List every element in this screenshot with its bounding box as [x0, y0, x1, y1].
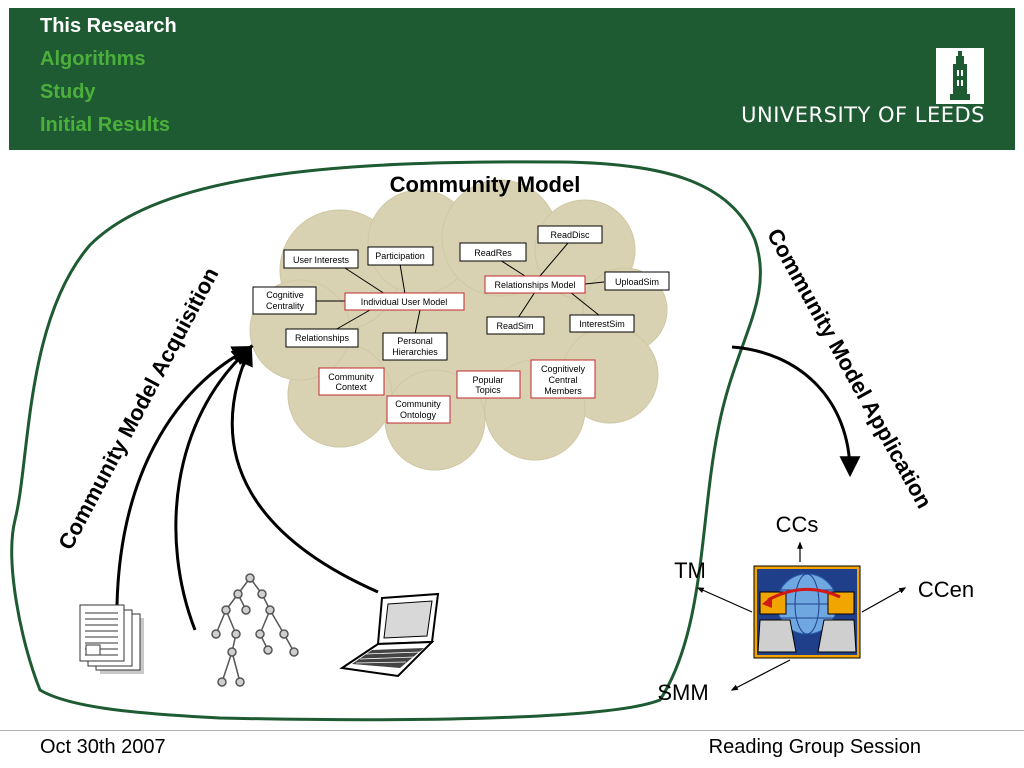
footer-session: Reading Group Session: [708, 736, 921, 758]
node-community-context: Community Context: [318, 367, 385, 396]
svg-text:Members: Members: [544, 386, 582, 396]
node-relationships: Relationships: [285, 328, 359, 348]
svg-text:Community: Community: [328, 372, 374, 382]
network-computers-icon: [753, 565, 861, 659]
output-ccen: CCen: [918, 577, 974, 602]
nav-this-research[interactable]: This Research: [40, 15, 177, 37]
tree-graph-icon: [211, 573, 299, 687]
svg-text:UploadSim: UploadSim: [615, 277, 659, 287]
node-relationships-model: Relationships Model: [484, 275, 586, 294]
svg-text:ReadSim: ReadSim: [496, 321, 533, 331]
node-community-ontology: Community Ontology: [386, 395, 451, 424]
node-cognitively-central-members: Cognitively Central Members: [530, 359, 596, 399]
svg-text:Topics: Topics: [475, 385, 501, 395]
community-boundary: [10, 160, 762, 722]
leeds-tower-icon: [936, 48, 984, 104]
svg-text:Individual User Model: Individual User Model: [361, 297, 448, 307]
svg-text:Personal: Personal: [397, 336, 433, 346]
node-popular-topics: Popular Topics: [456, 370, 521, 399]
output-smm: SMM: [657, 680, 708, 705]
acquisition-label: Community Model Acquisition: [53, 263, 223, 554]
svg-text:Relationships: Relationships: [295, 333, 350, 343]
diagram-title: Community Model: [390, 172, 581, 197]
nav-initial-results[interactable]: Initial Results: [40, 114, 171, 136]
node-personal-hierarchies: Personal Hierarchies: [382, 332, 448, 361]
node-readdisc: ReadDisc: [537, 225, 603, 244]
svg-text:InterestSim: InterestSim: [579, 319, 625, 329]
svg-text:Cognitive: Cognitive: [266, 290, 304, 300]
acquisition-arrows: [115, 344, 379, 631]
svg-text:Cognitively: Cognitively: [541, 364, 586, 374]
svg-text:Context: Context: [335, 382, 367, 392]
svg-text:Central: Central: [548, 375, 577, 385]
svg-text:ReadRes: ReadRes: [474, 248, 512, 258]
nav-study[interactable]: Study: [40, 81, 96, 103]
model-connectors: [316, 242, 605, 335]
nav-algorithms[interactable]: Algorithms: [40, 48, 146, 70]
footer-date: Oct 30th 2007: [40, 736, 166, 758]
svg-text:Community: Community: [395, 399, 441, 409]
node-participation: Participation: [367, 246, 434, 266]
svg-text:Popular: Popular: [472, 375, 503, 385]
application-arrow: [731, 345, 861, 478]
footer-divider: [0, 730, 1024, 731]
documents-icon: [79, 604, 144, 674]
svg-text:Participation: Participation: [375, 251, 425, 261]
node-readres: ReadRes: [459, 242, 527, 262]
node-interestsim: InterestSim: [569, 314, 635, 333]
university-logo-text: UNIVERSITY OF LEEDS: [741, 103, 985, 127]
header-banner: This Research Algorithms Study Initial R…: [9, 8, 1015, 150]
svg-text:ReadDisc: ReadDisc: [550, 230, 590, 240]
node-uploadsim: UploadSim: [604, 271, 670, 291]
svg-text:Ontology: Ontology: [400, 410, 437, 420]
svg-text:Hierarchies: Hierarchies: [392, 347, 438, 357]
svg-text:Relationships Model: Relationships Model: [494, 280, 575, 290]
svg-text:Centrality: Centrality: [266, 301, 305, 311]
node-user-interests: User Interests: [283, 249, 359, 269]
node-cognitive-centrality: Cognitive Centrality: [252, 286, 317, 315]
laptop-icon: [339, 592, 440, 678]
node-readsim: ReadSim: [486, 316, 545, 335]
output-tm: TM: [674, 558, 706, 583]
node-individual-user-model: Individual User Model: [344, 292, 465, 311]
output-ccs: CCs: [776, 512, 819, 537]
svg-text:User Interests: User Interests: [293, 255, 350, 265]
